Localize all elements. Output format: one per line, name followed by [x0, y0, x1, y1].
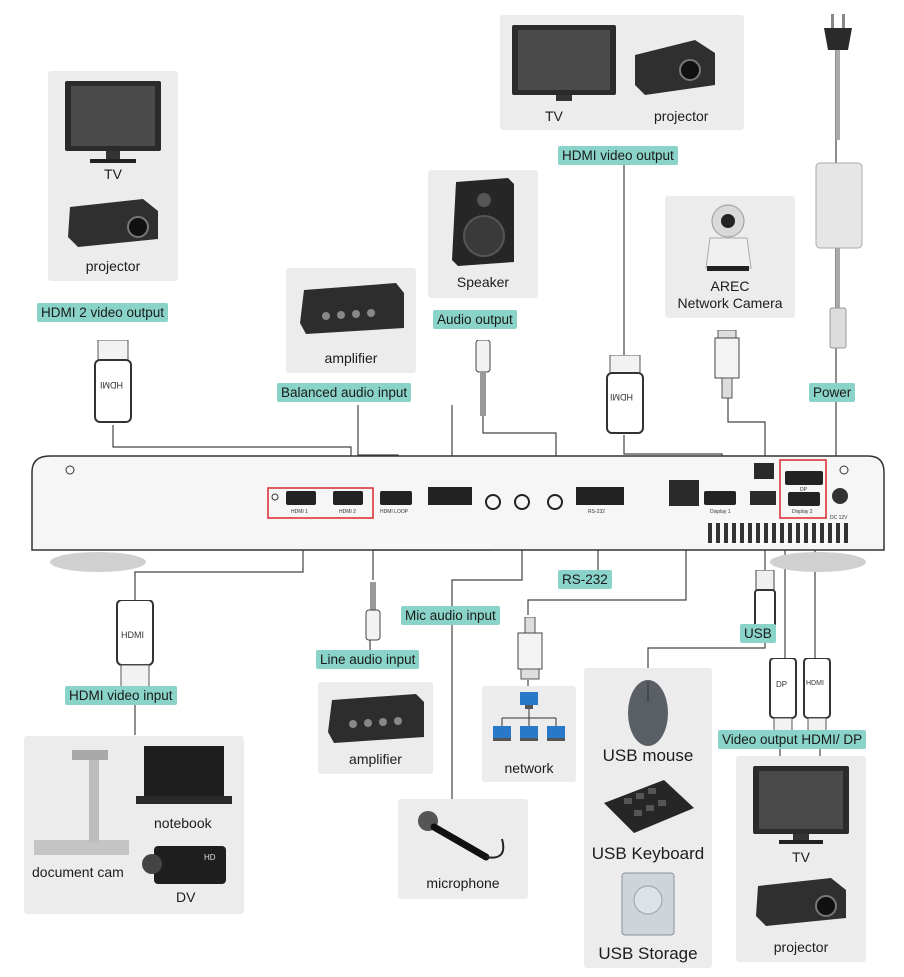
port-dc12v: DC 12V	[830, 515, 848, 521]
label-balanced-audio-input: Balanced audio input	[277, 383, 412, 402]
speaker-icon	[452, 178, 514, 266]
port-display2: Display 2	[792, 509, 813, 515]
dv-label: DV	[176, 889, 196, 905]
hdmi-connector-top-mid-mark: HDMI	[610, 392, 633, 402]
speaker-label: Speaker	[456, 274, 510, 290]
amplifier-top-label: amplifier	[324, 350, 378, 366]
rj45-connector-top-icon	[714, 330, 740, 399]
port-dp: DP	[800, 487, 807, 493]
rj45-connector-bottom-icon	[517, 617, 543, 680]
amplifier-bottom-box: amplifier	[318, 682, 433, 774]
main-unit-icon	[31, 455, 885, 572]
label-hdmi2-video-output: HDMI 2 video output	[37, 303, 169, 322]
microphone-icon	[418, 811, 505, 861]
label-line-audio-input: Line audio input	[316, 650, 420, 669]
hdmi-connector-top-left-mark: HDMI	[100, 380, 123, 390]
usb-devices-box: USB mouse USB Keyboard USB Storage	[584, 668, 712, 968]
projector-left-label: projector	[85, 258, 141, 274]
port-rs232: RS-232	[588, 509, 605, 515]
hdmi-connector-top-mid-icon	[606, 355, 644, 434]
tv-left-icon	[65, 81, 161, 163]
tv-projector-right-icons	[753, 766, 849, 926]
label-audio-output: Audio output	[433, 310, 517, 329]
dp-connector-mark: DP	[776, 680, 788, 689]
microphone-box: microphone	[398, 799, 528, 899]
tv-left-label: TV	[104, 166, 122, 182]
label-power: Power	[809, 383, 856, 402]
speaker-box: Speaker	[428, 170, 538, 298]
label-mic-audio-input: Mic audio input	[401, 606, 500, 625]
hdmi-connector-bottom-left-mark: HDMI	[121, 630, 144, 640]
tv-projector-top-box: TV projector	[500, 15, 744, 130]
label-hdmi-video-input: HDMI video input	[65, 686, 177, 705]
label-hdmi-video-output: HDMI video output	[558, 146, 678, 165]
tv-top-icon	[512, 25, 715, 101]
network-camera-icon	[705, 204, 752, 271]
camera-label-line2: Network Camera	[677, 295, 783, 311]
camera-box: AREC Network Camera	[665, 196, 795, 318]
amplifier-top-icon	[300, 283, 404, 334]
projector-top-label: projector	[654, 108, 709, 124]
video-sources-icons	[34, 746, 232, 884]
amplifier-top-box: amplifier	[286, 268, 416, 373]
document-cam-label: document cam	[32, 864, 124, 880]
usb-mouse-label: USB mouse	[602, 746, 694, 765]
port-hdmi-loop: HDMI LOOP	[380, 509, 409, 515]
tv-projector-right-box: TV projector	[736, 756, 866, 962]
network-box: network	[482, 686, 576, 782]
usb-storage-label: USB Storage	[598, 944, 698, 963]
audio-jack-top-icon	[475, 340, 491, 416]
usb-devices-icons	[604, 680, 694, 936]
amplifier-bottom-icon	[328, 694, 424, 743]
camera-label-line1: AREC	[710, 278, 750, 294]
microphone-label: microphone	[426, 875, 500, 891]
tv-top-label: TV	[545, 108, 563, 124]
amplifier-bottom-label: amplifier	[349, 751, 402, 767]
label-rs232: RS-232	[558, 570, 612, 589]
label-usb: USB	[740, 624, 776, 643]
port-display1: Display 1	[710, 509, 731, 515]
power-adapter-icon	[815, 14, 863, 349]
notebook-label: notebook	[154, 815, 212, 831]
hdmi-connector-top-left-icon	[94, 340, 132, 423]
usb-connector-icon	[754, 570, 776, 629]
port-hdmi1: HDMI 1	[291, 509, 308, 515]
dv-hd-mark: HD	[204, 853, 216, 862]
usb-keyboard-label: USB Keyboard	[591, 844, 705, 863]
video-sources-box: HD notebook document cam DV	[24, 736, 244, 914]
hdmi-connector-bottom-left-icon	[116, 600, 154, 688]
network-label: network	[504, 760, 554, 776]
label-video-output-hdmi-dp: Video output HDMI/ DP	[718, 730, 867, 749]
projector-left-icon	[68, 199, 158, 247]
projector-right-label: projector	[773, 939, 829, 955]
tv-right-label: TV	[792, 849, 810, 865]
audio-jack-bottom-icon	[365, 582, 381, 641]
port-hdmi2: HDMI 2	[339, 509, 356, 515]
hdmi-connector-right-mark: HDMI	[806, 680, 824, 687]
tv-projector-left-box: TV projector	[48, 71, 178, 281]
network-icon	[493, 692, 565, 741]
